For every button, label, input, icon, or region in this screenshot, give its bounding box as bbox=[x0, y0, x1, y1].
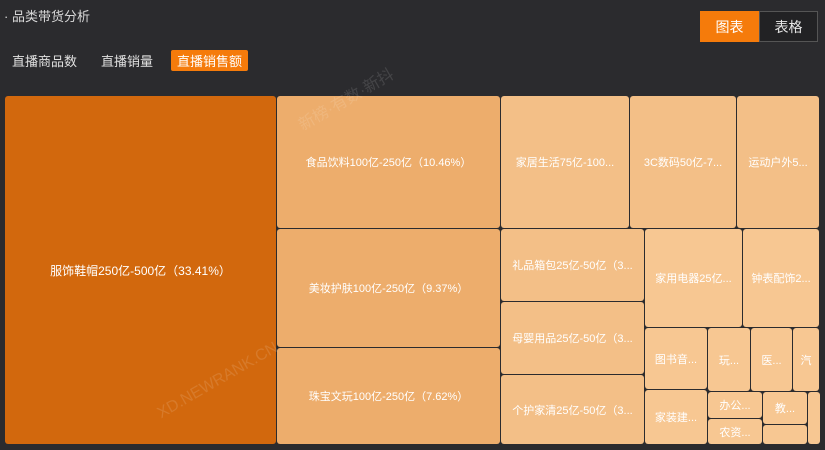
treemap-cell[interactable]: 汽 bbox=[793, 328, 819, 391]
treemap-cell-label: 玩... bbox=[718, 354, 740, 367]
treemap-cell-label: 家居生活75亿-100... bbox=[515, 157, 615, 169]
treemap-cell-label: 个护家清25亿-50亿（3... bbox=[512, 404, 633, 417]
treemap-cell-label: 办公... bbox=[719, 400, 751, 412]
treemap-cell[interactable]: 母婴用品25亿-50亿（3... bbox=[501, 302, 644, 374]
treemap-cell-label: 图书音... bbox=[654, 353, 698, 366]
metric-tabs: 直播商品数 直播销量 直播销售额 bbox=[12, 50, 260, 71]
treemap-cell[interactable]: 服饰鞋帽250亿-500亿（33.41%） bbox=[5, 96, 276, 444]
treemap-cell-label: 美妆护肤100亿-250亿（9.37%） bbox=[308, 283, 469, 295]
treemap-cell[interactable]: 办公... bbox=[708, 392, 762, 418]
treemap-cell-label: 食品饮料100亿-250亿（10.46%） bbox=[305, 157, 472, 169]
treemap-cell[interactable]: 3C数码50亿-7... bbox=[630, 96, 736, 228]
tab-sales-volume[interactable]: 直播销量 bbox=[101, 54, 154, 69]
treemap-cell[interactable]: 美妆护肤100亿-250亿（9.37%） bbox=[277, 229, 500, 347]
treemap-cell[interactable]: 农资... bbox=[708, 419, 762, 444]
treemap-cell-label: 服饰鞋帽250亿-500亿（33.41%） bbox=[50, 263, 231, 278]
treemap-cell[interactable]: 个护家清25亿-50亿（3... bbox=[501, 375, 644, 444]
treemap-cell[interactable]: 家用电器25亿... bbox=[645, 229, 742, 327]
treemap-cell[interactable]: 运动户外5... bbox=[737, 96, 819, 228]
treemap-cell[interactable]: 玩... bbox=[708, 328, 750, 391]
chart-view-button[interactable]: 图表 bbox=[700, 11, 759, 42]
treemap-cell-label: 家用电器25亿... bbox=[655, 273, 732, 285]
treemap-cell-label: 礼品箱包25亿-50亿（3... bbox=[512, 260, 633, 272]
treemap-cell[interactable]: 教... bbox=[763, 392, 807, 424]
treemap-cell-label: 3C数码50亿-7... bbox=[643, 157, 723, 169]
treemap-cell[interactable]: 家装建... bbox=[645, 390, 707, 444]
treemap-cell[interactable]: 家居生活75亿-100... bbox=[501, 96, 629, 228]
treemap-cell-label: 母婴用品25亿-50亿（3... bbox=[512, 333, 633, 345]
treemap-cell[interactable]: 珠宝文玩100亿-250亿（7.62%） bbox=[277, 348, 500, 444]
treemap-cell-label: 教... bbox=[774, 403, 796, 415]
treemap-cell[interactable] bbox=[808, 392, 820, 444]
page-title: · 品类带货分析 bbox=[4, 9, 90, 24]
treemap-cell[interactable] bbox=[763, 425, 807, 444]
table-view-button[interactable]: 表格 bbox=[759, 11, 818, 42]
tab-sales-amount[interactable]: 直播销售额 bbox=[171, 50, 249, 71]
treemap-cell-label: 汽 bbox=[800, 354, 812, 367]
treemap-cell[interactable]: 食品饮料100亿-250亿（10.46%） bbox=[277, 96, 500, 228]
view-toggle: 图表 表格 bbox=[700, 11, 818, 42]
treemap-cell-label: 家装建... bbox=[654, 412, 698, 424]
treemap-cell-label: 钟表配饰2... bbox=[751, 273, 811, 285]
treemap-cell[interactable]: 钟表配饰2... bbox=[743, 229, 819, 327]
tab-product-count[interactable]: 直播商品数 bbox=[12, 54, 78, 69]
treemap-cell[interactable]: 医... bbox=[751, 328, 792, 391]
treemap-cell-label: 农资... bbox=[719, 426, 751, 439]
treemap-cell-label: 运动户外5... bbox=[748, 157, 808, 169]
treemap-cell[interactable]: 礼品箱包25亿-50亿（3... bbox=[501, 229, 644, 301]
treemap-cell[interactable]: 图书音... bbox=[645, 328, 707, 389]
treemap-cell-label: 医... bbox=[761, 354, 782, 367]
treemap-cell-label: 珠宝文玩100亿-250亿（7.62%） bbox=[308, 391, 469, 403]
